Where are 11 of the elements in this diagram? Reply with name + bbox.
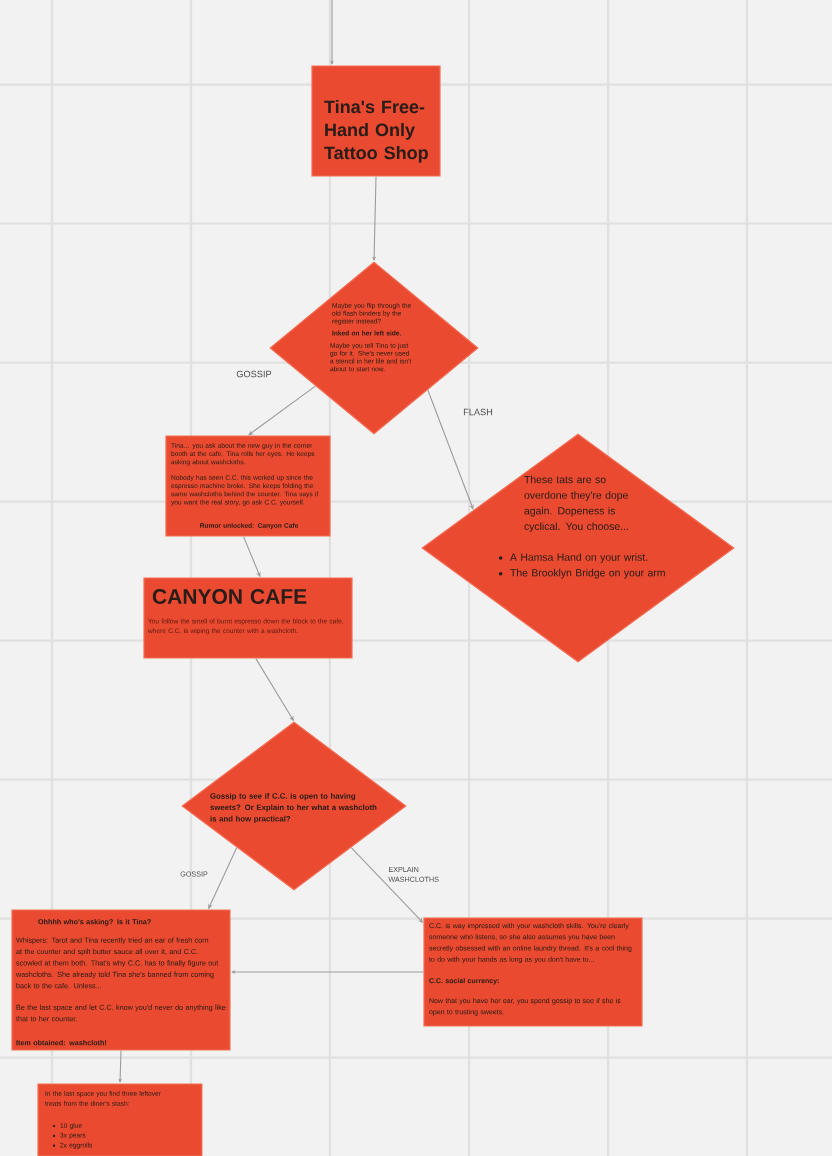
- arrow: [118, 1050, 122, 1083]
- process-box: Tina's Free-Hand Only Tattoo Shop: [311, 65, 441, 177]
- arrow: [372, 176, 377, 261]
- arrow: [350, 847, 423, 923]
- arrow: [248, 385, 316, 436]
- arrow: [255, 658, 294, 721]
- arrow: [243, 536, 261, 577]
- arrow: [330, 0, 334, 65]
- arrow: [208, 847, 238, 909]
- arrow: [427, 389, 474, 510]
- arrow: [231, 970, 424, 974]
